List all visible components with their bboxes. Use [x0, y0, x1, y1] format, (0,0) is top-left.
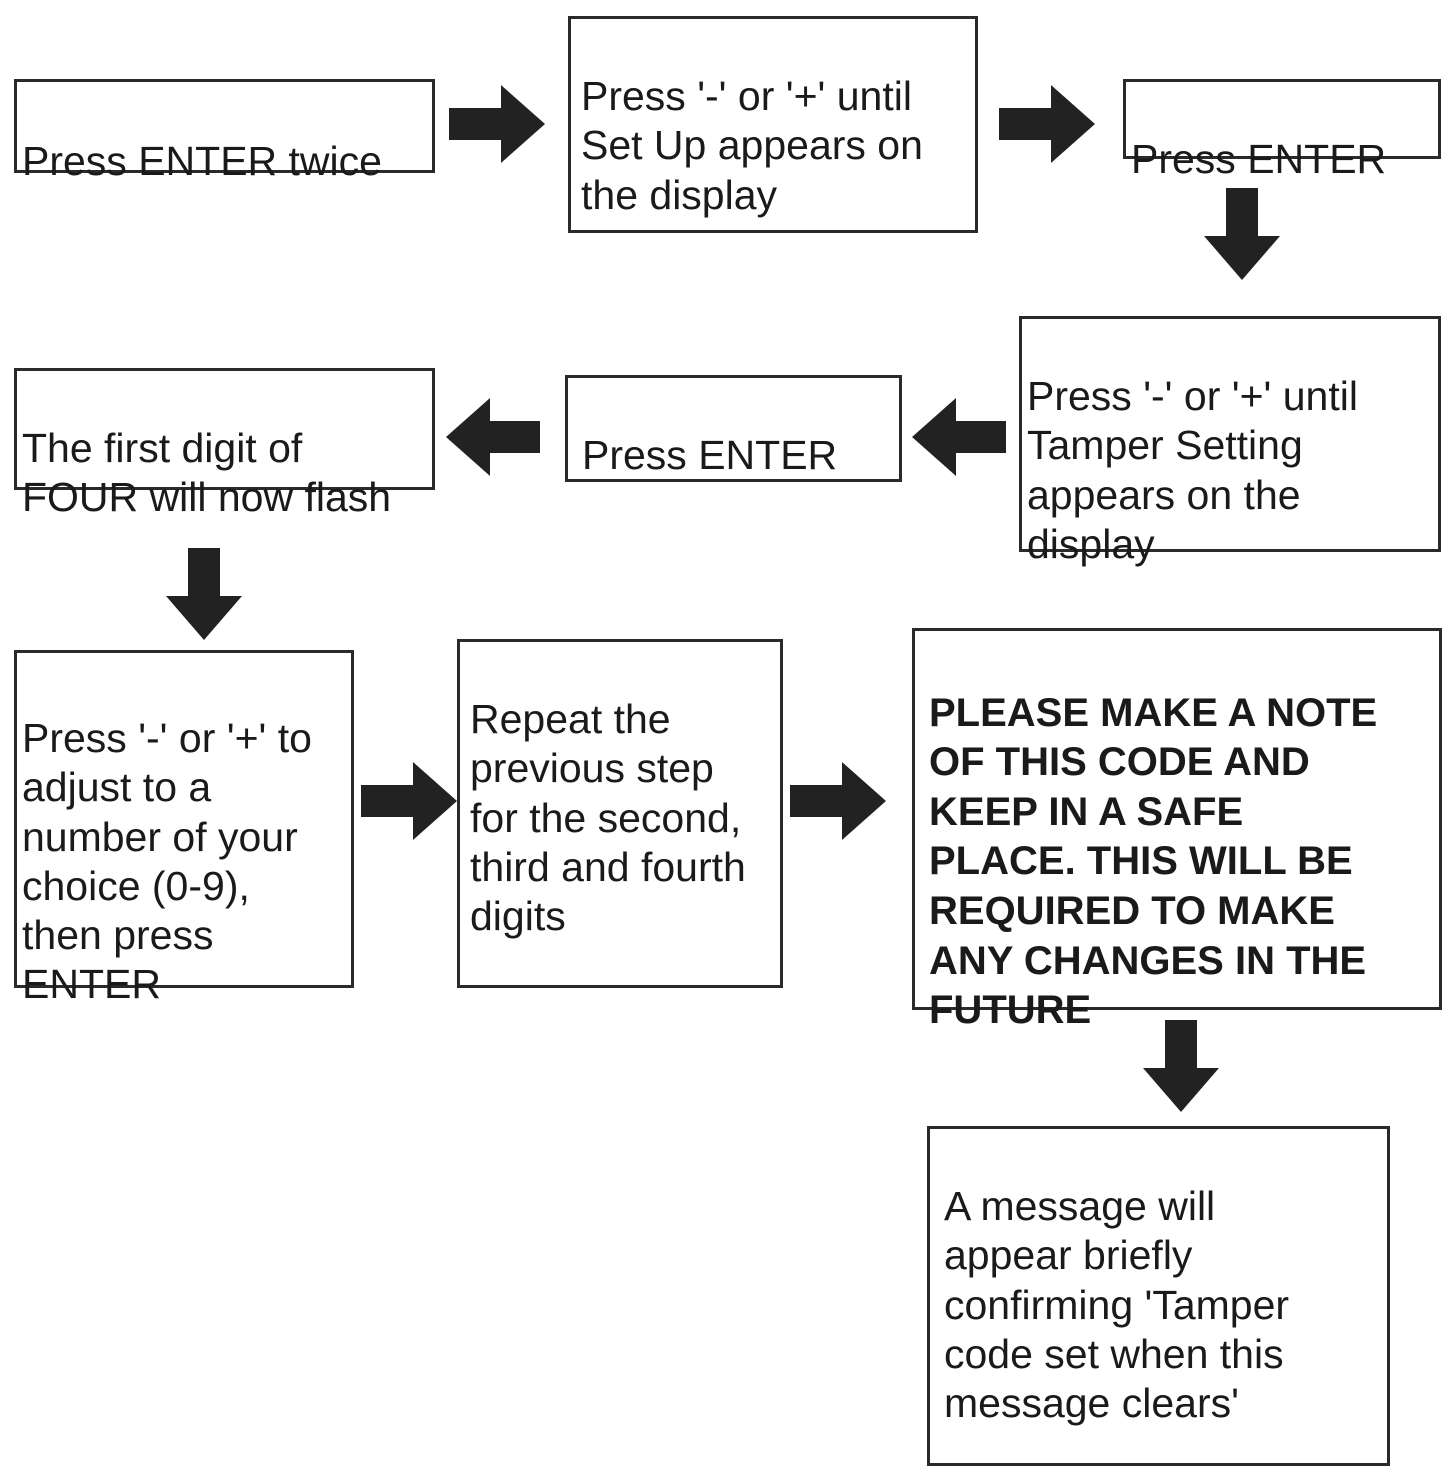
- step-text: PLEASE MAKE A NOTE OF THIS CODE AND KEEP…: [929, 690, 1378, 1033]
- arrow-left-icon: [912, 398, 1006, 476]
- step-text: Repeat the previous step for the second,…: [470, 696, 746, 939]
- arrow-right-icon: [449, 85, 545, 163]
- step-text: Press '-' or '+' to adjust to a number o…: [22, 715, 312, 1008]
- step-press-enter-twice: Press ENTER twice: [14, 79, 435, 184]
- step-text: Press ENTER twice: [22, 138, 382, 185]
- arrow-right-icon: [999, 85, 1095, 163]
- step-note-code-warning: PLEASE MAKE A NOTE OF THIS CODE AND KEEP…: [912, 628, 1442, 1032]
- step-text: A message will appear briefly confirming…: [944, 1183, 1290, 1426]
- step-repeat-digits: Repeat the previous step for the second,…: [457, 639, 783, 988]
- arrow-down-icon: [1143, 1020, 1219, 1112]
- arrow-down-icon: [166, 548, 242, 640]
- step-text: Press '-' or '+' until Set Up appears on…: [581, 73, 923, 218]
- arrow-down-icon: [1204, 188, 1280, 280]
- arrow-right-icon: [361, 762, 457, 840]
- step-press-until-setup: Press '-' or '+' until Set Up appears on…: [568, 16, 978, 233]
- arrow-right-icon: [790, 762, 886, 840]
- step-text: Press ENTER: [582, 432, 838, 479]
- step-adjust-digit: Press '-' or '+' to adjust to a number o…: [14, 650, 354, 1007]
- step-first-digit-flash: The first digit of FOUR will now flash: [14, 368, 435, 520]
- step-text: The first digit of FOUR will now flash: [22, 425, 392, 521]
- step-press-enter-2: Press ENTER: [565, 375, 902, 482]
- arrow-left-icon: [446, 398, 540, 476]
- step-press-until-tamper: Press '-' or '+' until Tamper Setting ap…: [1019, 316, 1441, 567]
- step-confirmation-message: A message will appear briefly confirming…: [927, 1126, 1390, 1466]
- step-text: Press '-' or '+' until Tamper Setting ap…: [1027, 373, 1358, 567]
- step-text: Press ENTER: [1131, 136, 1387, 183]
- step-press-enter-1: Press ENTER: [1123, 79, 1441, 182]
